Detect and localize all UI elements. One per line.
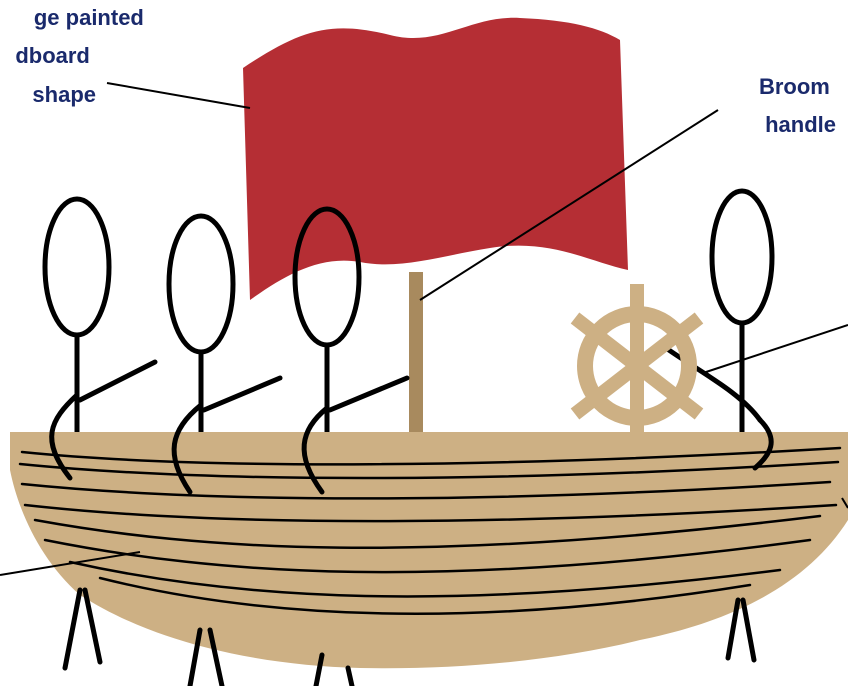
crew-figure-3: [292, 206, 410, 438]
crew-figure-1: [42, 196, 158, 438]
head: [709, 188, 775, 326]
arm: [327, 375, 410, 413]
sail-label-line-2: dboard: [15, 43, 90, 68]
sail-label-line-1: ge painted: [34, 5, 144, 30]
crew-2-arm-end: [171, 402, 204, 495]
sail-label: ge painted dboard shape: [15, 5, 150, 107]
mast-label: Broom handle: [759, 74, 836, 137]
mast-label-line-2: handle: [765, 112, 836, 137]
crew-4-arm-end: [752, 417, 774, 471]
hull-leader: [0, 551, 141, 576]
mast-label-line-1: Broom: [759, 74, 830, 99]
crew-figure-4: [663, 188, 775, 438]
sail-leader: [106, 82, 251, 109]
leader-lines: [0, 82, 848, 576]
crew-3-arm-end: [301, 405, 330, 495]
ships-wheel: [570, 284, 704, 448]
wheel-leader: [702, 324, 848, 374]
mast: [409, 272, 423, 434]
arm: [77, 359, 158, 403]
sail-label-line-3: shape: [32, 82, 96, 107]
arm: [201, 375, 283, 413]
crew-legs: [49, 392, 774, 686]
crew-figure-2: [166, 213, 283, 438]
arm: [663, 345, 763, 423]
sail: [243, 17, 628, 301]
crew-1-arm-end: [49, 392, 80, 481]
mast-leader: [419, 109, 719, 301]
head: [166, 213, 236, 355]
hull-planks: [18, 446, 842, 615]
head: [42, 196, 112, 338]
right-hull-leader: [841, 497, 848, 509]
wheel-spoke: [570, 312, 704, 420]
